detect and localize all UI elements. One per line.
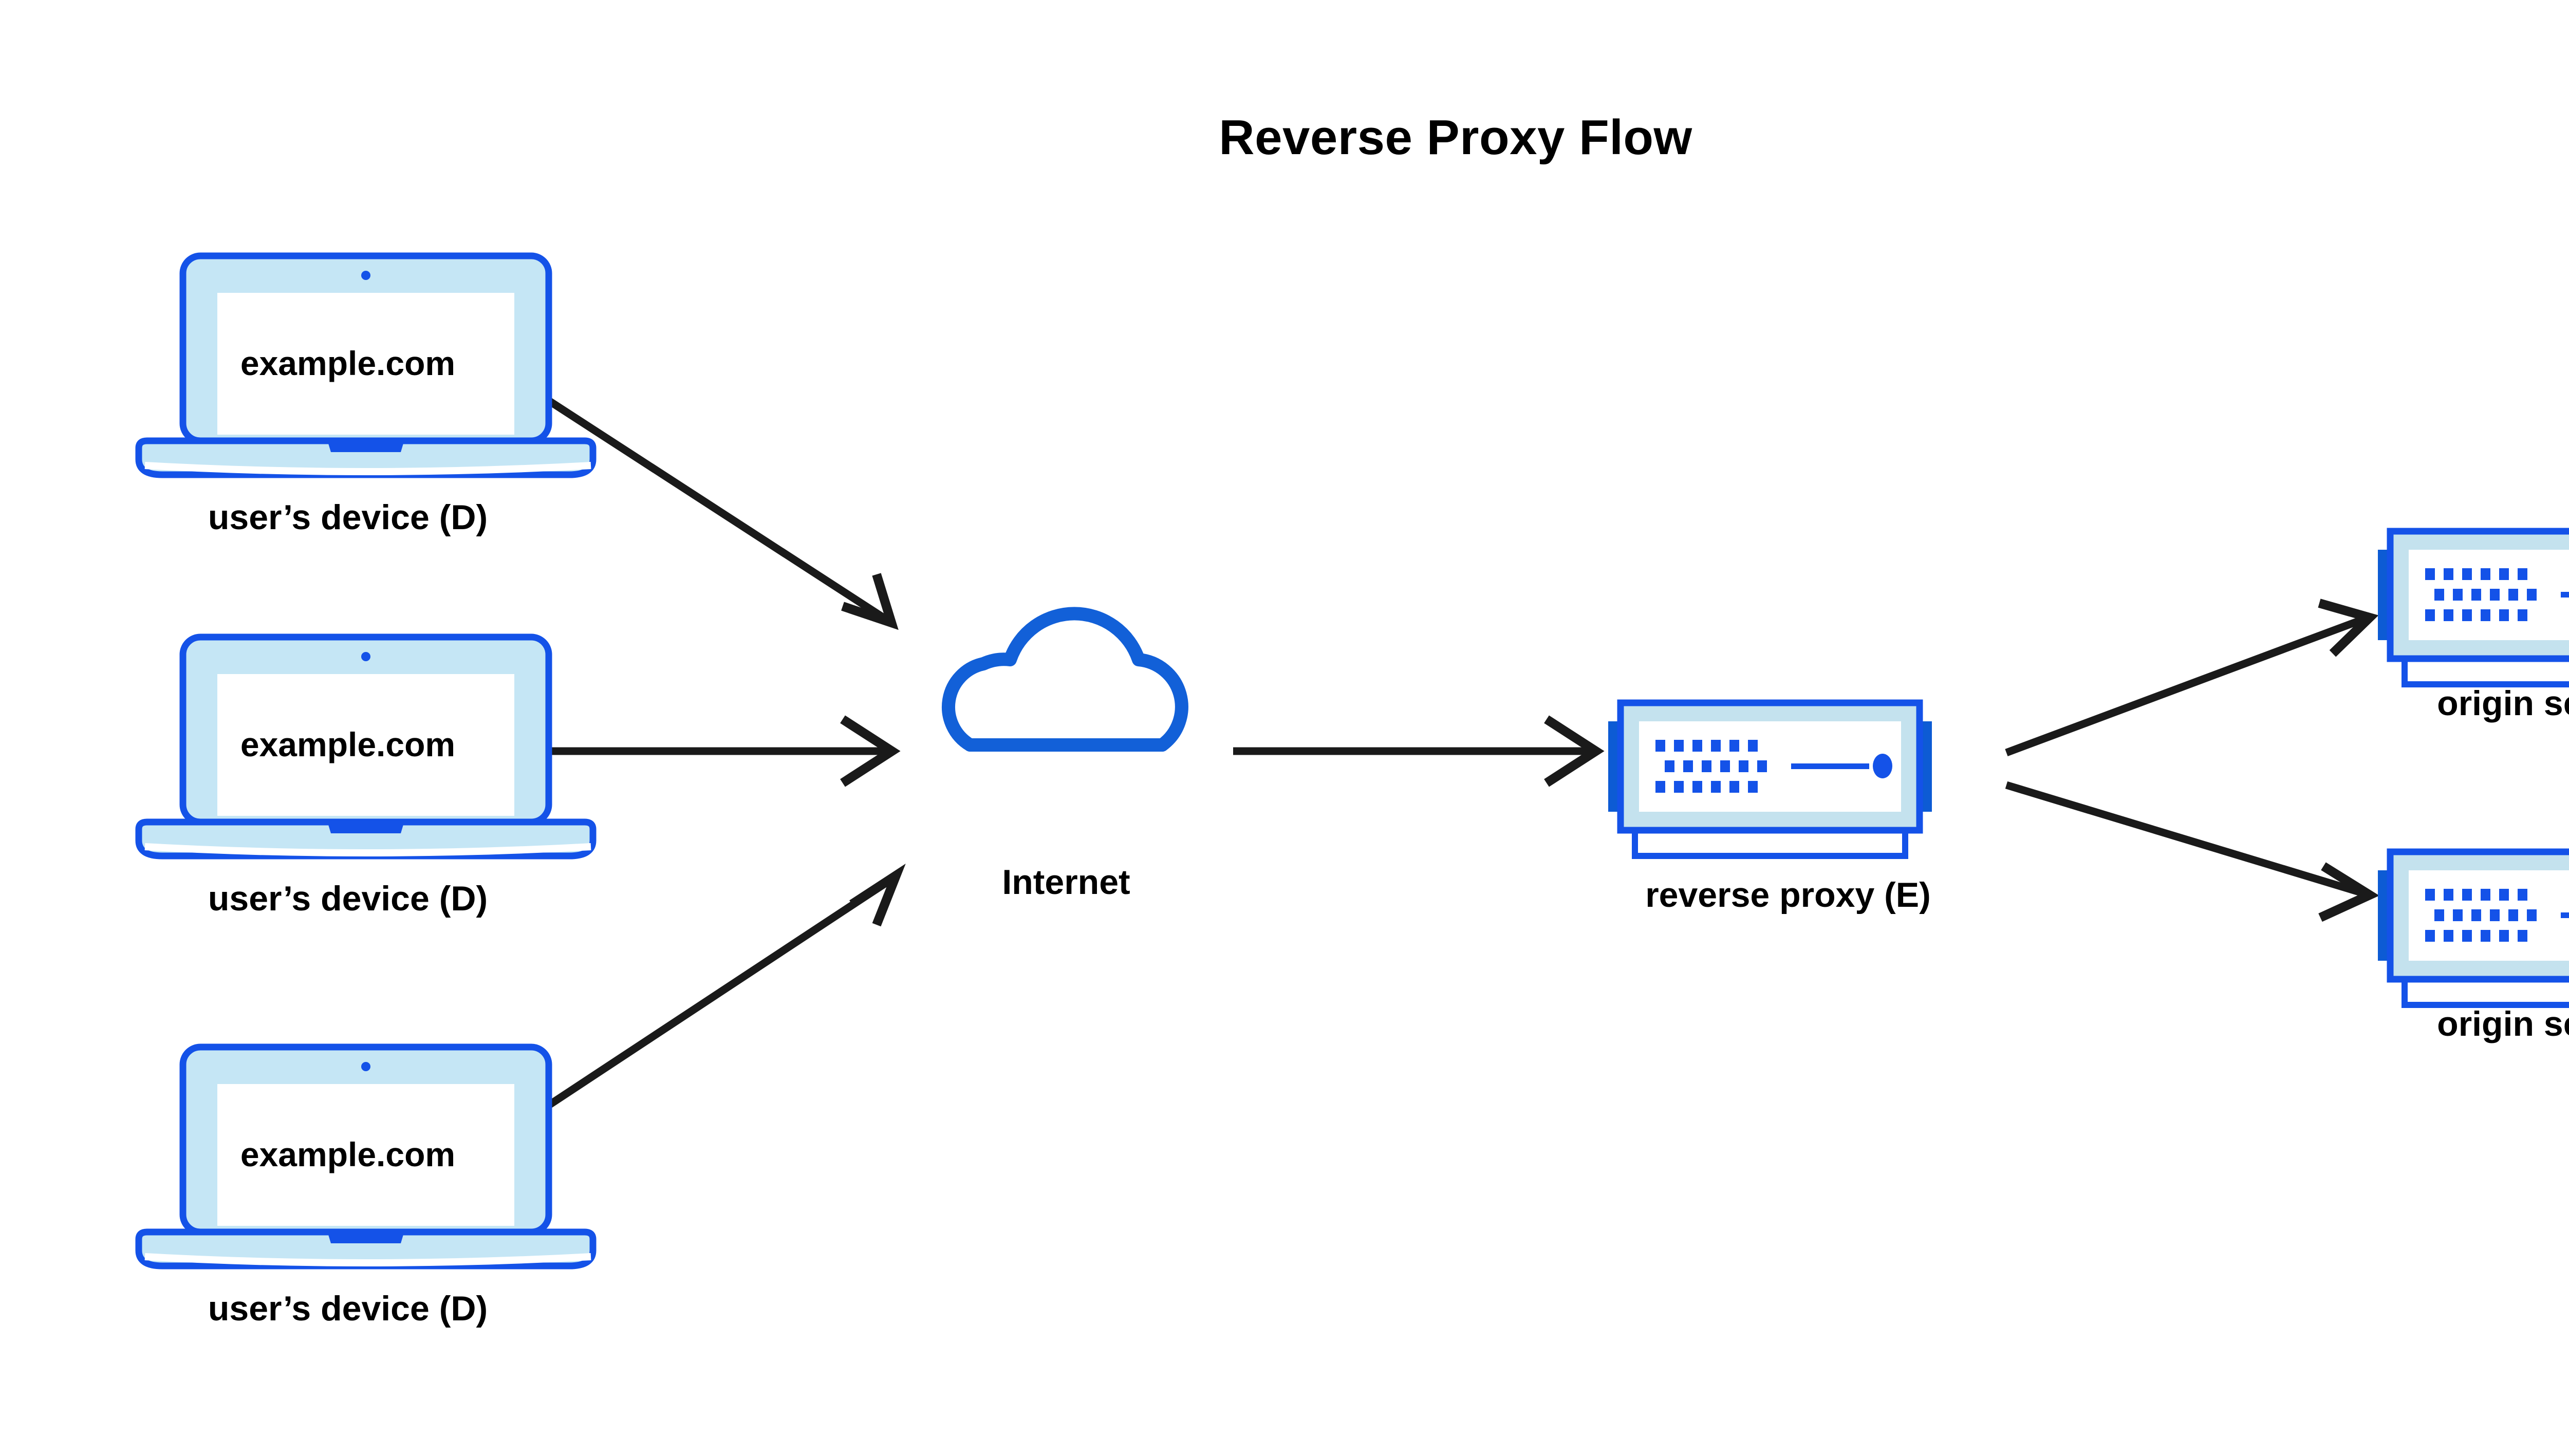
internet-node[interactable]: Internet: [948, 613, 1182, 902]
edge-client-top-to-internet: [504, 369, 899, 630]
client-node-bottom[interactable]: example.com user’s device (D): [139, 1047, 593, 1328]
origin-server-node-top[interactable]: origin server (F): [2378, 531, 2569, 723]
client-node-top[interactable]: example.com user’s device (D): [139, 256, 593, 537]
edge-layer: [504, 369, 2379, 1137]
laptop-screen-text: example.com: [240, 725, 455, 763]
cloud-icon: [948, 613, 1182, 745]
client-label-middle: user’s device (D): [208, 879, 488, 918]
client-label-top: user’s device (D): [208, 498, 488, 537]
edge-proxy-to-origin-top: [2005, 599, 2379, 757]
reverse-proxy-node[interactable]: reverse proxy (E): [1608, 703, 1932, 914]
laptop-screen-text: example.com: [240, 344, 455, 382]
edge-client-bottom-to-internet: [504, 864, 906, 1137]
client-node-middle[interactable]: example.com user’s device (D): [139, 637, 593, 918]
server-icon: [2378, 852, 2569, 1005]
edge-proxy-to-origin-bottom: [2005, 781, 2379, 922]
page-title: Reverse Proxy Flow: [1219, 110, 1692, 165]
internet-label: Internet: [1002, 863, 1130, 902]
client-label-bottom: user’s device (D): [208, 1289, 488, 1328]
origin-label-top: origin server (F): [2437, 684, 2569, 723]
edge-internet-to-proxy: [1233, 715, 1605, 787]
server-icon: [1608, 703, 1932, 856]
edge-client-middle-to-internet: [509, 715, 901, 787]
reverse-proxy-label: reverse proxy (E): [1645, 875, 1931, 914]
origin-label-bottom: origin server (F): [2437, 1004, 2569, 1043]
origin-server-node-bottom[interactable]: origin server (F): [2378, 852, 2569, 1043]
server-icon: [2378, 531, 2569, 684]
laptop-screen-text: example.com: [240, 1135, 455, 1173]
